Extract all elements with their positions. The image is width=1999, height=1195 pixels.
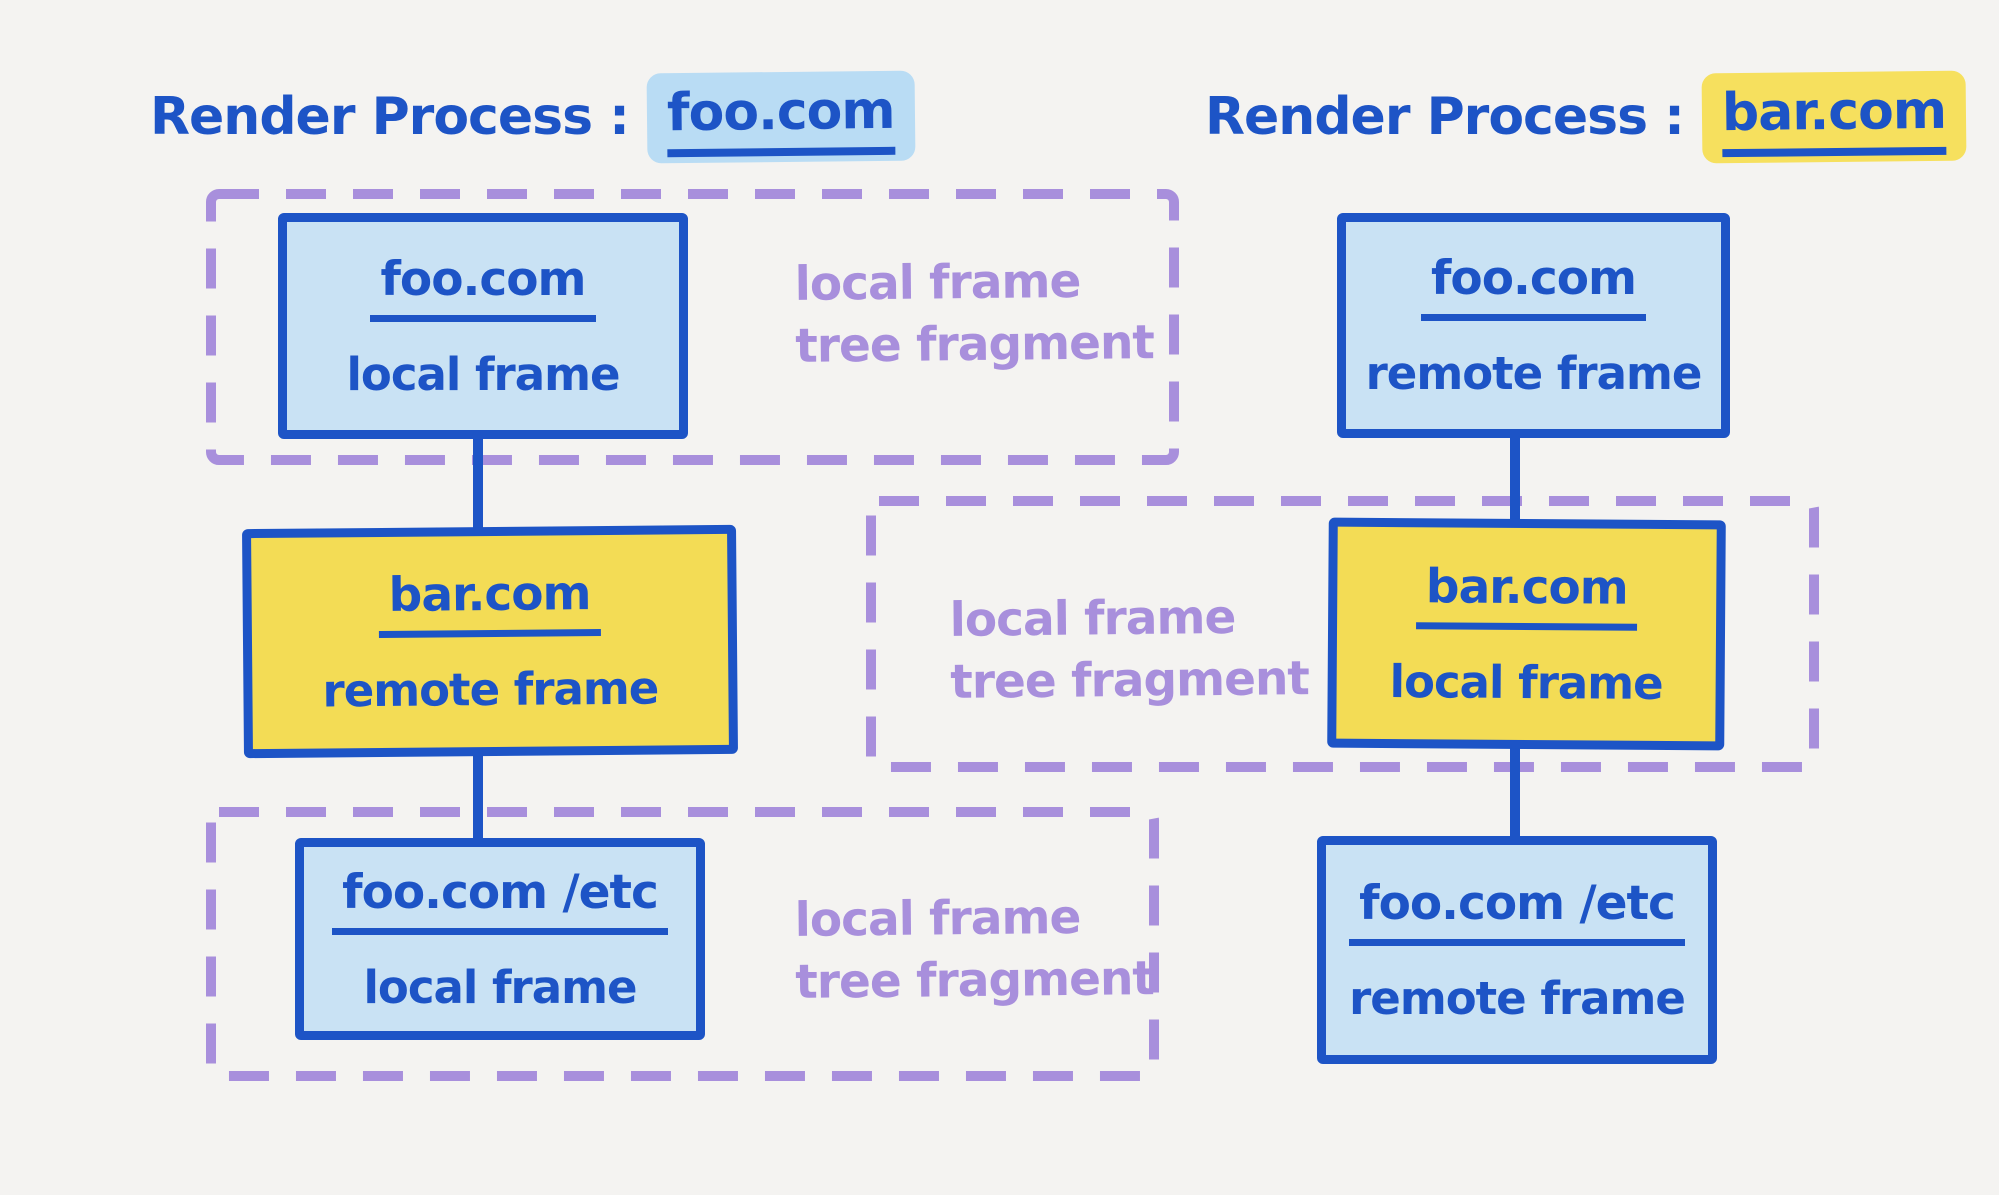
node-domain: foo.com — [370, 252, 596, 322]
node-frame-type: local frame — [346, 347, 620, 401]
fragment-label-line2: tree fragment — [950, 651, 1310, 710]
node-right-bar-com: bar.com local frame — [1327, 517, 1726, 751]
node-left-bar-com: bar.com remote frame — [242, 524, 738, 759]
left-process-domain: foo.com — [666, 80, 895, 158]
node-domain: foo.com /etc — [1349, 876, 1685, 946]
node-frame-type: local frame — [363, 960, 637, 1014]
right-process-domain-highlight: bar.com — [1701, 70, 1967, 164]
tree-edge-left-1 — [473, 435, 483, 531]
fragment-label-line1: local frame — [794, 253, 1081, 312]
fragment-label-middle: local frame tree fragment — [949, 586, 1309, 714]
left-process-domain-highlight: foo.com — [646, 70, 915, 164]
fragment-label-top-left: local frame tree fragment — [794, 250, 1154, 378]
tree-edge-left-2 — [473, 752, 483, 842]
right-process-title-prefix: Render Process : — [1205, 87, 1685, 147]
node-left-foo-com: foo.com local frame — [278, 213, 688, 439]
tree-edge-right-1 — [1510, 434, 1520, 524]
node-frame-type: remote frame — [322, 661, 659, 718]
node-frame-type: local frame — [1389, 654, 1663, 710]
node-domain: bar.com — [378, 566, 601, 638]
node-right-foo-com: foo.com remote frame — [1337, 213, 1730, 438]
fragment-label-line2: tree fragment — [795, 315, 1155, 374]
fragment-label-bottom-left: local frame tree fragment — [794, 886, 1154, 1014]
node-domain: bar.com — [1415, 558, 1638, 631]
node-frame-type: remote frame — [1349, 971, 1686, 1025]
right-process-title: Render Process : bar.com — [1205, 70, 1967, 164]
left-process-title: Render Process : foo.com — [150, 70, 915, 164]
node-left-foo-com-etc: foo.com /etc local frame — [295, 838, 705, 1040]
left-process-title-prefix: Render Process : — [150, 87, 630, 147]
node-right-foo-com-etc: foo.com /etc remote frame — [1317, 836, 1717, 1064]
node-domain: foo.com /etc — [332, 865, 668, 935]
fragment-boundary-top-left — [205, 188, 1180, 466]
node-frame-type: remote frame — [1365, 347, 1703, 400]
tree-edge-right-2 — [1510, 745, 1520, 840]
fragment-label-line2: tree fragment — [795, 951, 1155, 1010]
right-process-domain: bar.com — [1721, 80, 1947, 158]
fragment-label-line1: local frame — [949, 589, 1236, 648]
node-domain: foo.com — [1420, 251, 1646, 321]
fragment-label-line1: local frame — [794, 889, 1081, 948]
